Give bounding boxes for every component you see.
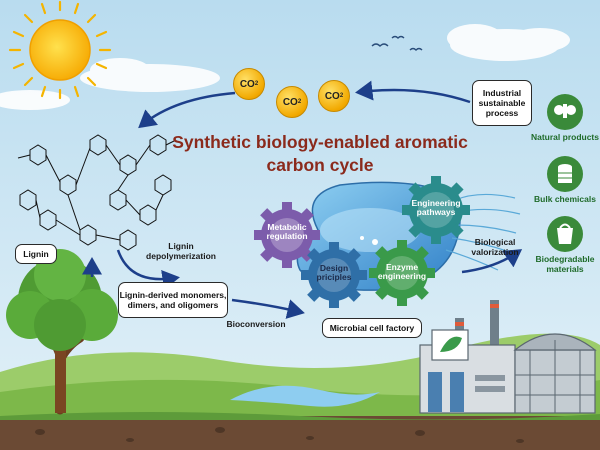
gear-label-design: Design priciples	[316, 263, 352, 283]
barrels-icon	[547, 156, 583, 192]
valorization-label: Biological valorization	[471, 237, 519, 257]
microbial-cell-factory-box: Microbial cell factory	[322, 318, 422, 338]
cycle-arrows	[82, 80, 523, 319]
title-line-2: carbon cycle	[266, 154, 374, 175]
bird-icon	[371, 35, 423, 51]
leaf-icon	[440, 336, 462, 352]
industrial-process-box: Industrial sustainable process	[472, 80, 532, 126]
sun-icon	[8, 0, 112, 100]
lignin-box: Lignin	[15, 244, 57, 264]
flask-products-icon	[547, 94, 583, 130]
page-title: Synthetic biology-enabled aromatic carbo…	[170, 131, 470, 177]
gear-label-enzyme: Enzyme engineering	[377, 262, 427, 282]
biodegradable-bag-icon	[547, 216, 583, 252]
depolymerization-label: Lignin depolymerization	[146, 241, 216, 261]
gear-label-pathways: Engineering pathways	[411, 198, 461, 218]
river	[230, 385, 380, 407]
factory-icon	[419, 300, 597, 414]
lignin-structure-icon	[17, 134, 177, 251]
gear-label-metabolic: Metabolic regulation	[266, 222, 308, 242]
product-bulk-chemicals: Bulk chemicals	[534, 194, 596, 204]
title-line-1: Synthetic biology-enabled aromatic	[172, 132, 468, 152]
cloud	[0, 24, 570, 110]
product-natural-products: Natural products	[530, 132, 599, 142]
tree-icon	[6, 249, 118, 415]
bioconversion-label: Bioconversion	[226, 319, 286, 329]
product-biodegradable-materials: Biodegradable materials	[535, 254, 595, 274]
monomers-box: Lignin-derived monomers, dimers, and oli…	[118, 282, 228, 318]
